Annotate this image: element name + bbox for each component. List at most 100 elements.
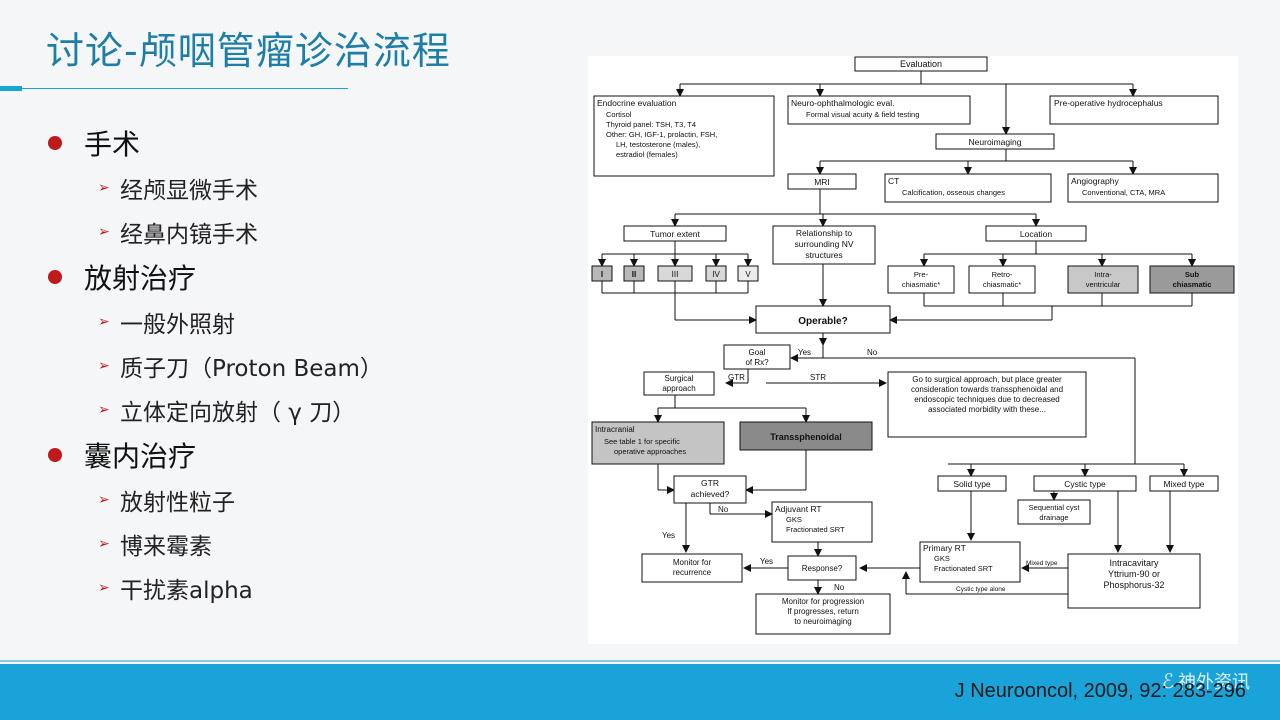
sub-bullet-label: 干扰素alpha — [120, 578, 253, 604]
flow-endocrine-4: LH, testosterone (males), — [616, 140, 700, 149]
flow-primary-rt-1: GKS — [934, 554, 950, 563]
flow-loc-retro-1: chiasmatic* — [983, 280, 1021, 289]
flow-operable: Operable? — [798, 316, 847, 327]
flow-endocrine-1: Cortisol — [606, 110, 632, 119]
flow-goal-0: Goal — [749, 348, 766, 357]
flowchart-figure: Evaluation Endocrine evaluation Cortisol… — [588, 56, 1238, 644]
sub-bullet-label: 经鼻内镜手术 — [120, 222, 258, 248]
flow-goal-1: of Rx? — [745, 358, 769, 367]
flow-monitor-prog-0: Monitor for progression — [782, 597, 864, 606]
flow-no-1: No — [867, 348, 878, 357]
flow-ct-0: CT — [888, 176, 899, 186]
arrow-bullet-icon: ➢ — [98, 536, 110, 552]
flow-yes-3: Yes — [760, 557, 773, 566]
sub-bullet: ➢ 一般外照射 — [44, 300, 564, 344]
flow-monitor-rec-1: recurrence — [673, 568, 712, 577]
title-rule — [22, 88, 348, 89]
flow-intracranial-0: Intracranial — [595, 425, 635, 434]
flow-cystic: Cystic type — [1064, 479, 1106, 489]
flow-hydro: Pre-operative hydrocephalus — [1054, 98, 1163, 108]
bullet-label: 手术 — [84, 128, 141, 161]
sub-bullet-label: 立体定向放射（ γ 刀） — [120, 400, 356, 426]
watermark-text: 神外资讯 — [1178, 672, 1250, 693]
flow-primary-rt-2: Fractionated SRT — [934, 564, 993, 573]
flow-str-label: STR — [810, 373, 826, 382]
flow-seq-cyst-0: Sequential cyst — [1029, 503, 1081, 512]
flow-cystic-alone: Cystic type alone — [956, 586, 1006, 593]
flow-relationship-1: surrounding NV — [794, 239, 853, 249]
arrow-bullet-icon: ➢ — [98, 402, 110, 418]
flow-loc-pre-0: Pre- — [914, 270, 929, 279]
flow-yes-2: Yes — [662, 531, 675, 540]
sub-bullet: ➢ 经颅显微手术 — [44, 166, 564, 210]
flow-mri: MRI — [814, 177, 830, 187]
bullet-dot-icon — [48, 270, 62, 284]
flow-go-to-3: associated morbidity with these... — [928, 405, 1046, 414]
flow-loc-pre-1: chiasmatic* — [902, 280, 940, 289]
flow-mixed-small: Mixed type — [1026, 560, 1058, 567]
sub-bullet: ➢ 质子刀（Proton Beam） — [44, 344, 564, 388]
flow-angio-1: Conventional, CTA, MRA — [1082, 188, 1165, 197]
flow-neuro-oph-1: Formal visual acuity & field testing — [806, 110, 919, 119]
bullet-dot-icon — [48, 448, 62, 462]
sub-bullet: ➢ 干扰素alpha — [44, 566, 564, 610]
arrow-bullet-icon: ➢ — [98, 580, 110, 596]
flow-ct-1: Calcification, osseous changes — [902, 188, 1005, 197]
sub-bullet-label: 博来霉素 — [120, 534, 212, 560]
flow-relationship-2: structures — [805, 250, 842, 260]
arrow-bullet-icon: ➢ — [98, 358, 110, 374]
flow-loc-intra-1: ventricular — [1086, 280, 1121, 289]
flow-intracranial-2: operative approaches — [614, 447, 686, 456]
flow-grade-1: I — [601, 270, 603, 279]
flow-monitor-rec-0: Monitor for — [673, 558, 712, 567]
flow-grade-3: III — [672, 270, 679, 279]
flow-angio-0: Angiography — [1071, 176, 1119, 186]
flow-intracavitary-1: Yttrium-90 or — [1108, 569, 1160, 579]
footer-divider — [0, 660, 1280, 662]
flow-surgical-1: approach — [662, 384, 695, 393]
bullet-surgery: 手术 — [44, 120, 564, 166]
flow-loc-intra-0: Intra- — [1094, 270, 1112, 279]
slide-title: 讨论-颅咽管瘤诊治流程 — [46, 29, 451, 73]
bullet-radiotherapy: 放射治疗 — [44, 254, 564, 300]
bullet-dot-icon — [48, 136, 62, 150]
flow-no-3: No — [834, 583, 845, 592]
flow-location: Location — [1020, 229, 1052, 239]
flow-intracavitary-0: Intracavitary — [1109, 558, 1159, 568]
flow-gtr-label: GTR — [728, 373, 745, 382]
flow-surgical-0: Surgical — [665, 374, 694, 383]
flow-primary-rt-0: Primary RT — [923, 543, 966, 553]
sub-bullet: ➢ 经鼻内镜手术 — [44, 210, 564, 254]
flow-adjuvant-0: Adjuvant RT — [775, 504, 822, 514]
flow-mixed: Mixed type — [1163, 479, 1204, 489]
bullet-intracystic: 囊内治疗 — [44, 432, 564, 478]
flow-response: Response? — [802, 564, 843, 573]
flow-endocrine-5: estradiol (females) — [616, 150, 678, 159]
flow-adjuvant-1: GKS — [786, 515, 802, 524]
arrow-bullet-icon: ➢ — [98, 180, 110, 196]
flow-go-to-1: consideration towards transsphenoidal an… — [911, 385, 1063, 394]
flow-no-2: No — [718, 505, 729, 514]
flow-endocrine-3: Other: GH, IGF-1, prolactin, FSH, — [606, 130, 717, 139]
sub-bullet-label: 质子刀（Proton Beam） — [120, 356, 383, 382]
flow-gtr-achieved-0: GTR — [701, 478, 719, 488]
flowchart-svg: Evaluation Endocrine evaluation Cortisol… — [591, 56, 1235, 635]
flow-loc-sub-0: Sub — [1185, 270, 1200, 279]
sub-bullet-label: 放射性粒子 — [120, 490, 235, 516]
bullet-list: 手术 ➢ 经颅显微手术 ➢ 经鼻内镜手术 放射治疗 ➢ 一般外照射 ➢ 质子刀（… — [44, 120, 564, 610]
flow-endocrine-2: Thyroid panel: TSH, T3, T4 — [606, 120, 696, 129]
flow-tumor-extent: Tumor extent — [650, 229, 700, 239]
flow-endocrine-0: Endocrine evaluation — [597, 98, 677, 108]
arrow-bullet-icon: ➢ — [98, 314, 110, 330]
watermark: ℰ 神外资讯 — [1162, 668, 1250, 694]
arrow-bullet-icon: ➢ — [98, 224, 110, 240]
flow-neuro-oph-0: Neuro-ophthalmologic eval. — [791, 98, 894, 108]
sub-bullet-label: 经颅显微手术 — [120, 178, 258, 204]
footer-bar — [0, 664, 1280, 720]
flow-solid: Solid type — [953, 479, 991, 489]
sub-bullet: ➢ 放射性粒子 — [44, 478, 564, 522]
title-rule-accent — [0, 86, 22, 91]
sub-bullet: ➢ 博来霉素 — [44, 522, 564, 566]
citation: J Neurooncol, 2009, 92: 283-296 — [954, 680, 1246, 702]
flow-seq-cyst-1: drainage — [1039, 513, 1068, 522]
